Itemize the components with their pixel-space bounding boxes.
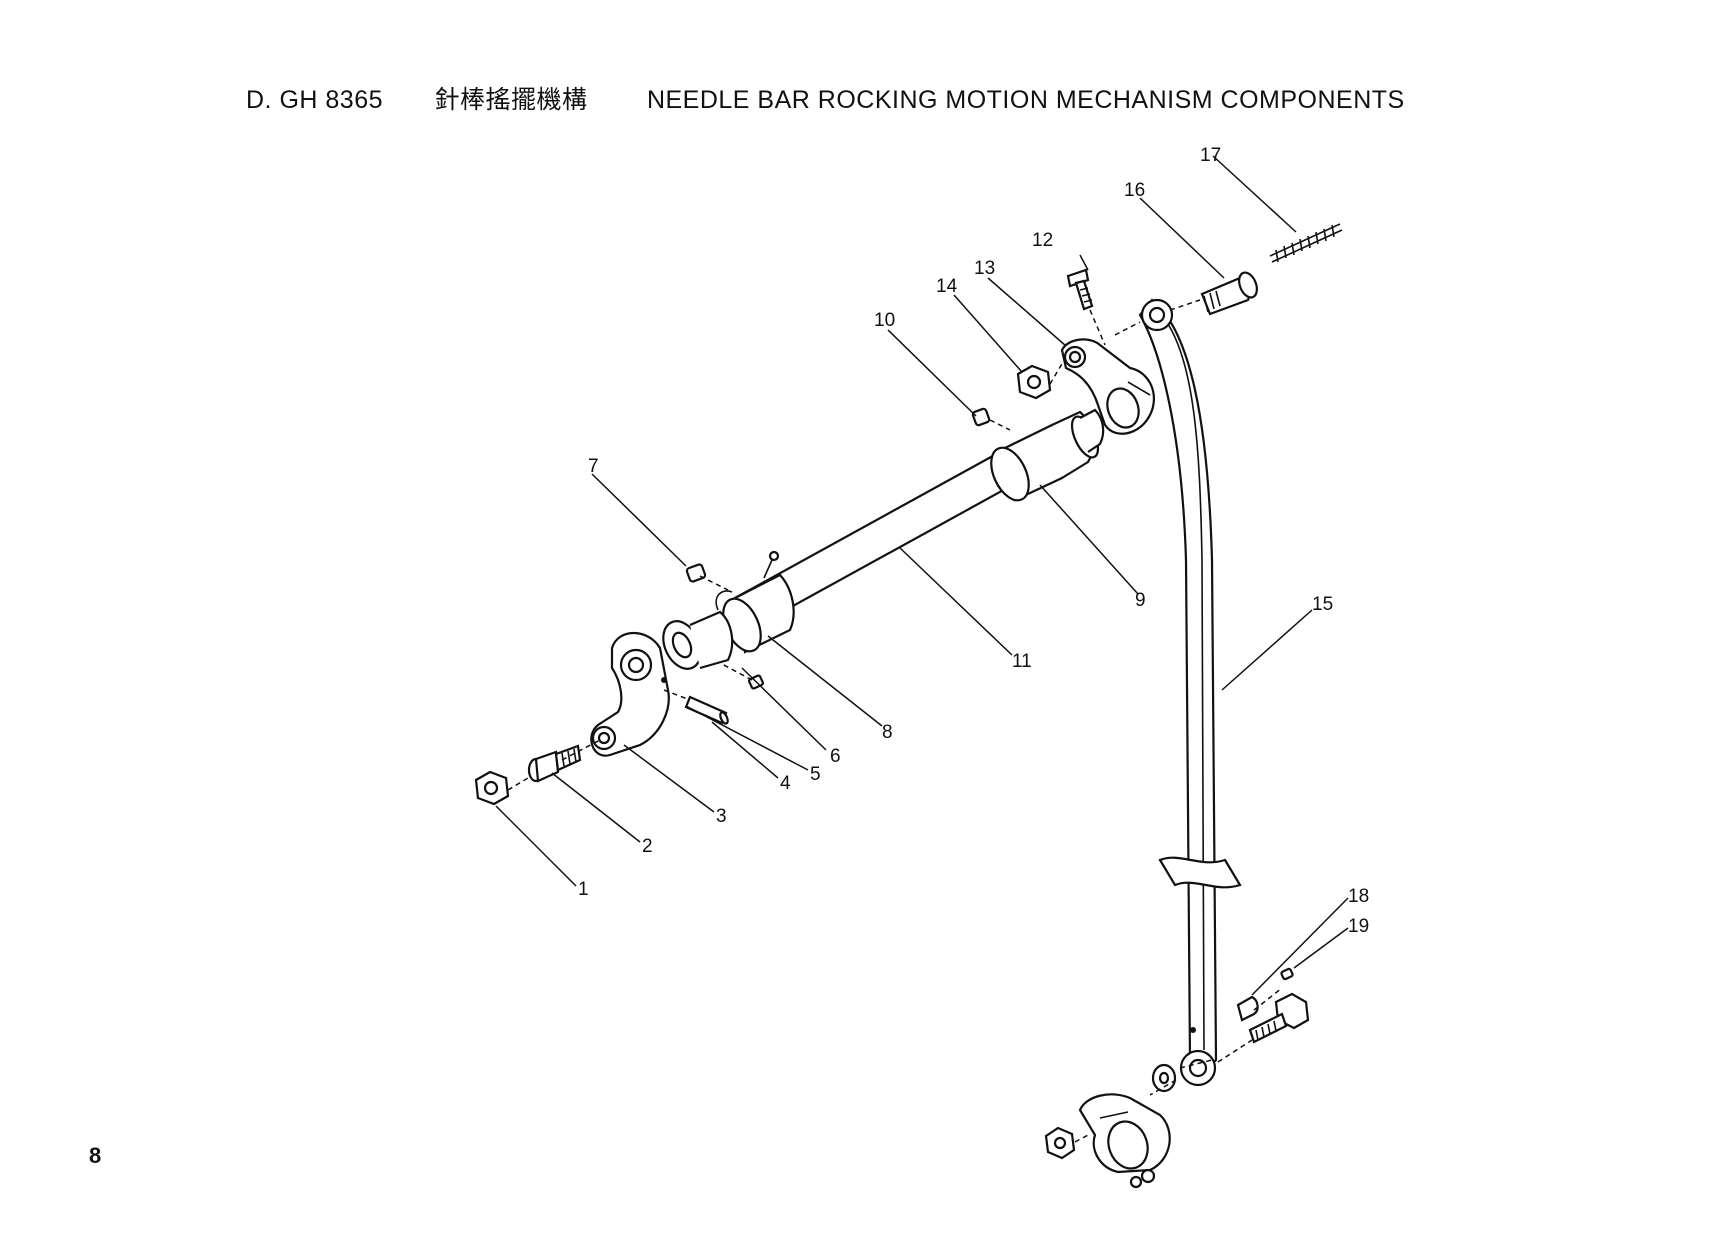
callout-19: 19 [1348,916,1369,937]
part-4-pin [684,695,729,725]
callout-3: 3 [716,806,727,827]
callout-9: 9 [1135,590,1146,611]
callout-12: 12 [1032,230,1053,251]
callout-10: 10 [874,310,895,331]
part-16-shoulder-screw [1200,271,1258,316]
callout-1: 1 [578,879,589,900]
part-9-bushing [990,408,1105,502]
assembly-lines [507,299,1283,1143]
part-3-crank-arm [590,632,670,757]
part-7-set-screw [685,563,707,583]
leader-lines [495,155,1349,996]
callout-15: 15 [1312,594,1333,615]
part-17-spring [1269,223,1343,263]
callout-11: 11 [1012,651,1032,672]
callout-6: 6 [830,746,841,767]
callout-14: 14 [936,276,958,297]
part-15-rocking-link [1138,298,1242,1087]
part-13-clamp-crank [1060,338,1155,435]
part-5-collar [662,610,734,670]
callout-13: 13 [974,258,995,279]
title-chinese: 針棒搖擺機構 [434,85,588,114]
callout-17: 17 [1200,145,1221,166]
lower-nut [1044,1126,1076,1160]
callout-labels: 1 2 3 4 5 6 7 8 9 10 11 12 13 14 15 16 1… [578,145,1369,937]
part-12-screw [1066,268,1094,311]
page-header: D. GH 8365 針棒搖擺機構 NEEDLE BAR ROCKING MOT… [246,80,1405,116]
part-19-screw [1280,967,1294,981]
page-number: 8 [89,1143,102,1168]
part-14-nut [1016,364,1052,400]
callout-4: 4 [780,773,791,794]
callout-8: 8 [882,722,893,743]
part-18-set-screw [1236,995,1259,1022]
title-english: NEEDLE BAR ROCKING MOTION MECHANISM COMP… [646,86,1405,114]
callout-2: 2 [642,836,653,857]
lower-hex-bolt [1248,992,1310,1044]
part-2-stud-screw [527,744,582,783]
part-10-set-screw [971,407,991,427]
lower-washer [1151,1063,1177,1093]
part-1-nut [474,770,510,806]
callout-18: 18 [1348,886,1369,907]
callout-16: 16 [1124,180,1145,201]
lower-clamp-block [1078,1093,1171,1189]
callout-5: 5 [810,764,821,785]
callout-7: 7 [588,456,599,477]
model-number: D. GH 8365 [246,86,384,114]
